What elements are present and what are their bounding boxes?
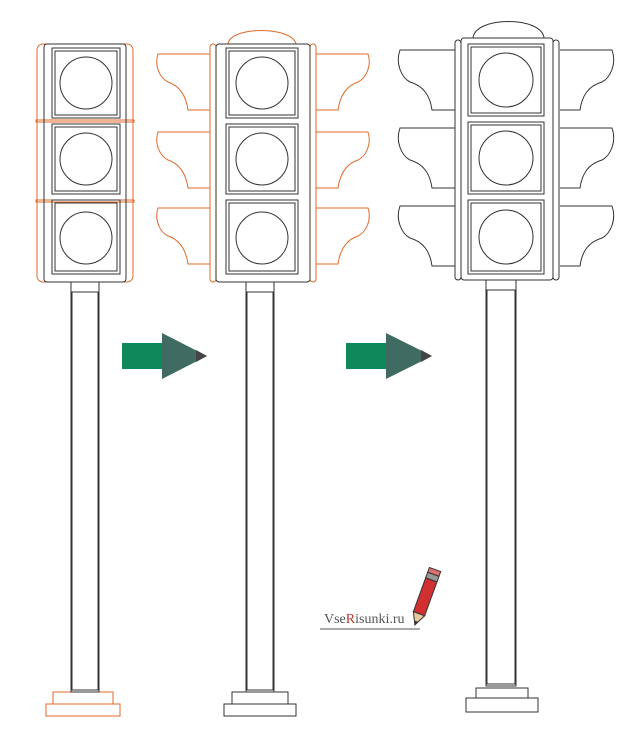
arrow-right-icon	[122, 333, 207, 379]
traffic-light-step-3	[397, 21, 615, 713]
traffic-light-step-1	[35, 43, 135, 717]
pencil-icon	[412, 566, 442, 627]
watermark-text: VseRisunki.ru	[324, 612, 405, 627]
traffic-light-step-2	[156, 30, 370, 717]
watermark-logo: VseRisunki.ru	[318, 608, 458, 638]
arrow-right-icon	[346, 333, 432, 379]
